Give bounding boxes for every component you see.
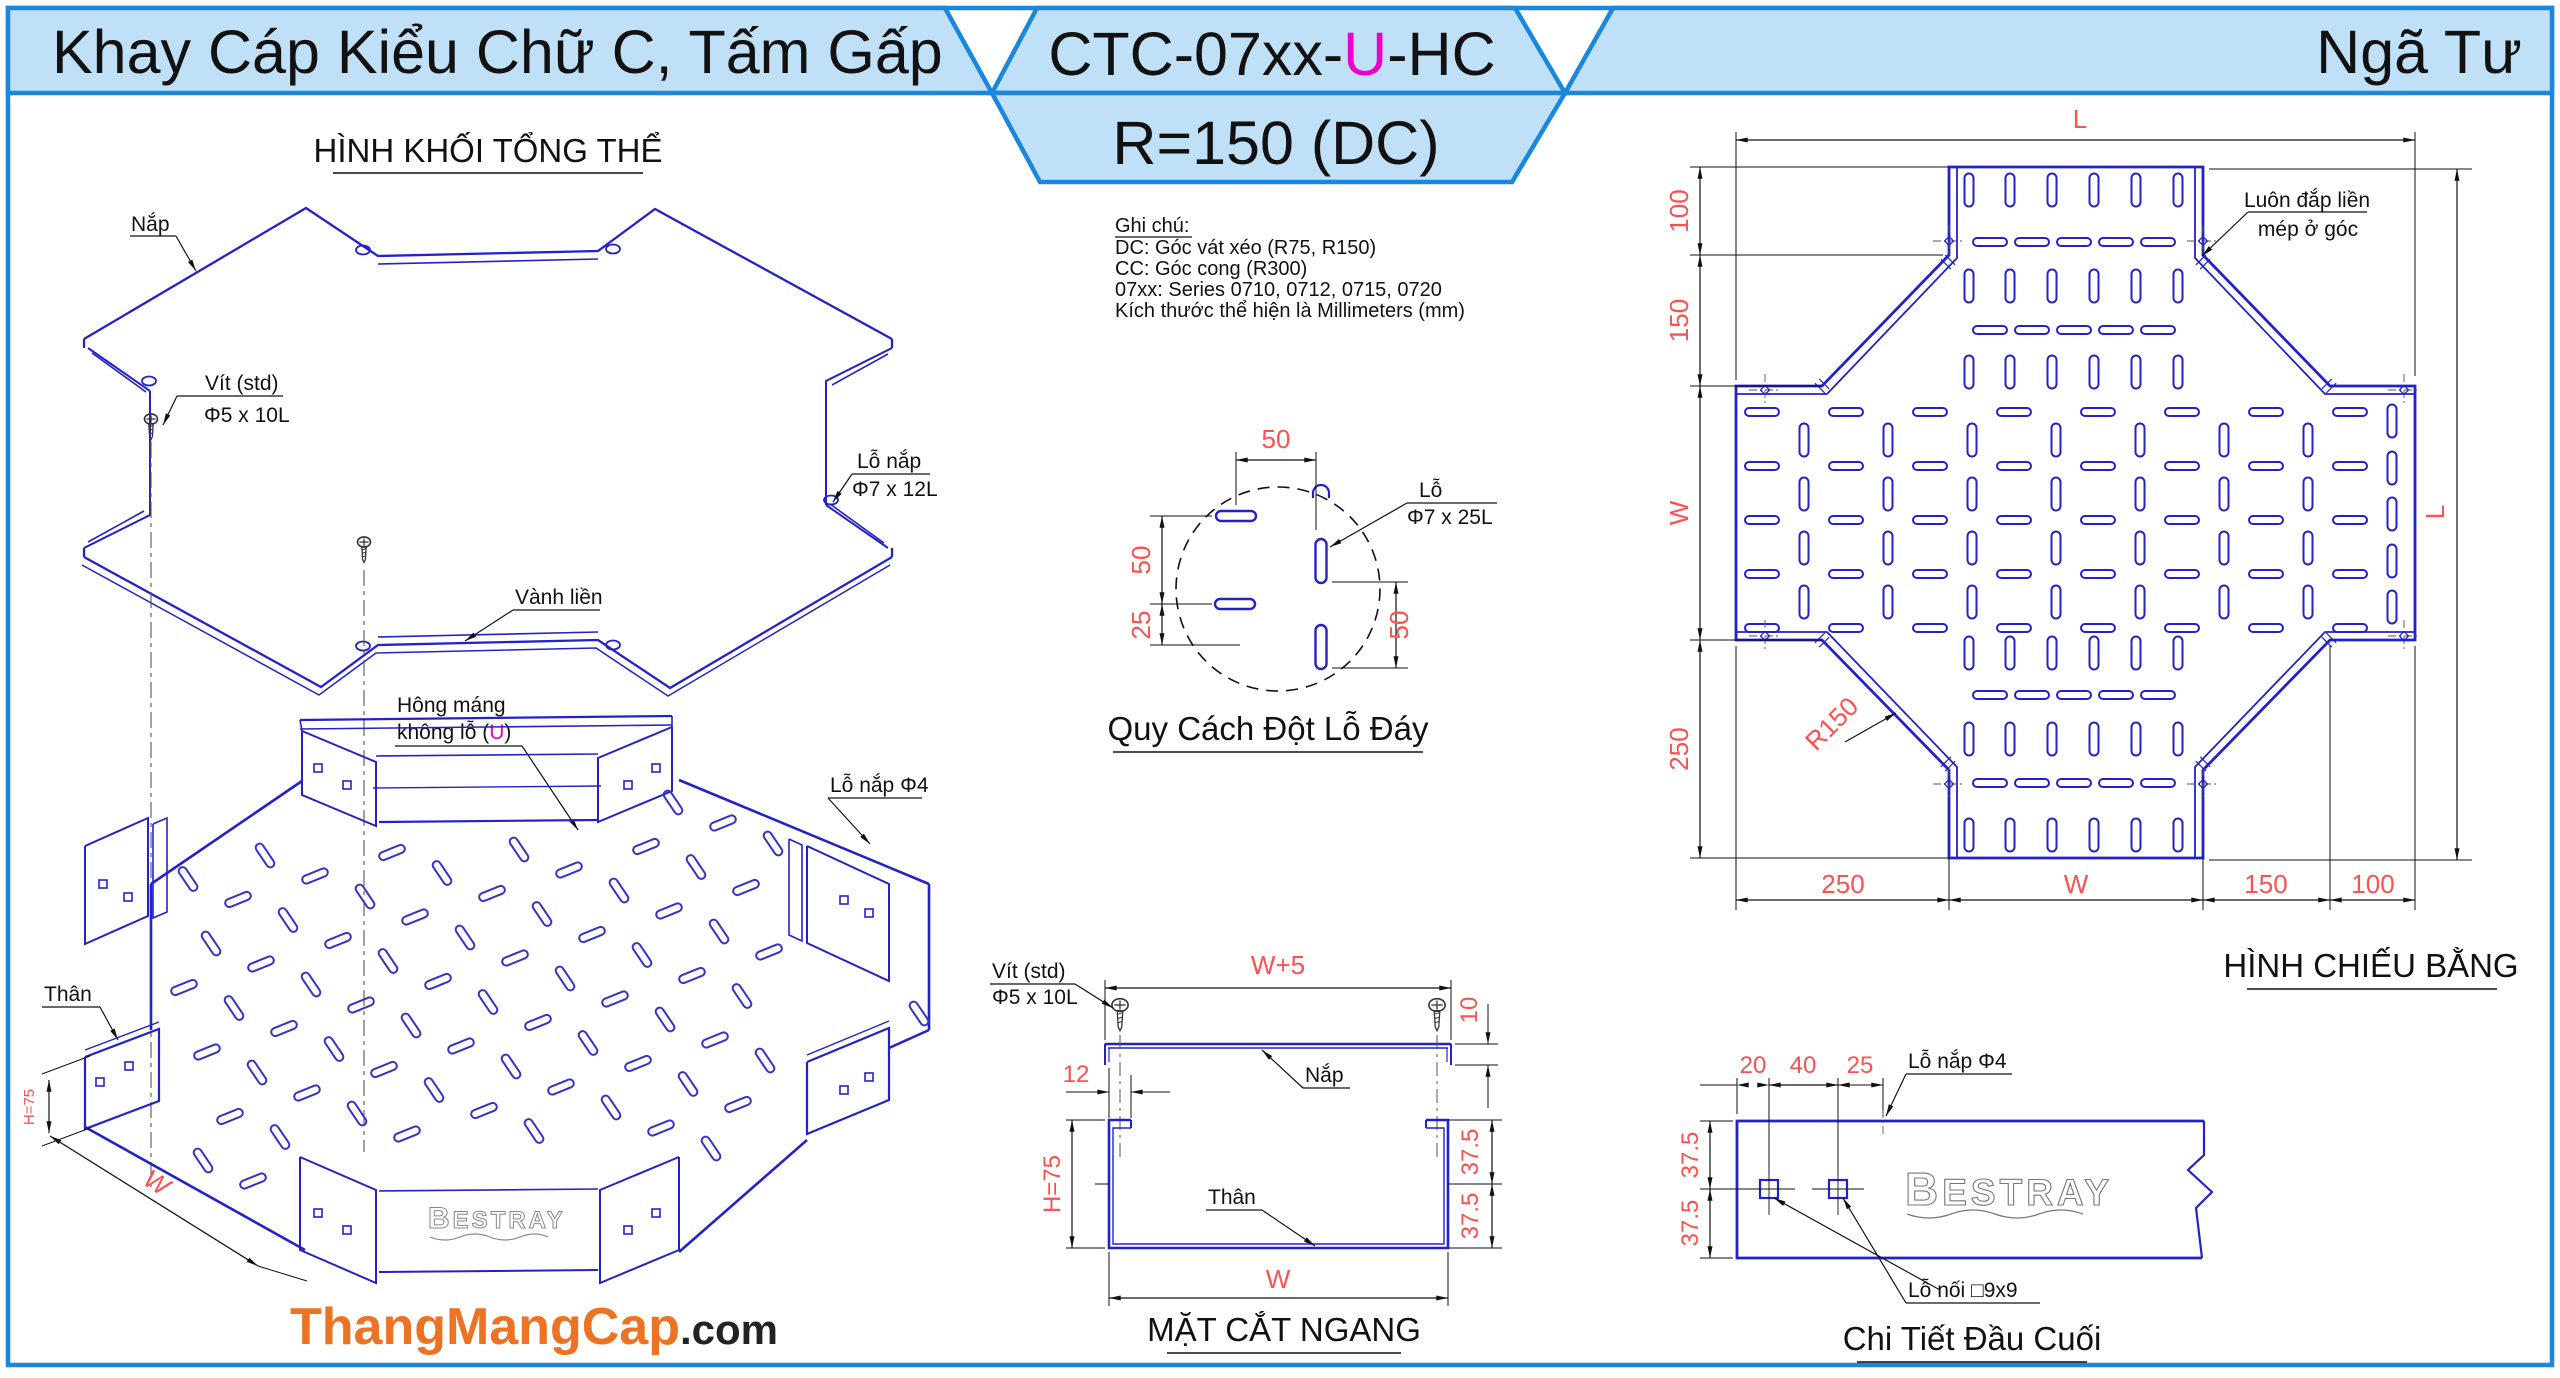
svg-text:L: L — [2420, 505, 2450, 519]
svg-text:HÌNH KHỐI TỔNG THỂ: HÌNH KHỐI TỔNG THỂ — [314, 131, 663, 169]
svg-text:H=75: H=75 — [21, 1089, 38, 1125]
svg-text:Hông máng: Hông máng — [397, 694, 506, 717]
svg-text:W: W — [1266, 1264, 1291, 1294]
svg-text:CTC-07xx-U-HC: CTC-07xx-U-HC — [1048, 20, 1495, 88]
svg-text:Chi Tiết Đầu Cuối: Chi Tiết Đầu Cuối — [1843, 1320, 2102, 1357]
svg-text:L: L — [2073, 104, 2087, 134]
svg-text:Φ5 x 10L: Φ5 x 10L — [204, 404, 290, 427]
svg-text:20: 20 — [1740, 1052, 1767, 1079]
svg-text:50: 50 — [1126, 546, 1156, 575]
svg-text:10: 10 — [1456, 997, 1483, 1024]
svg-text:Nắp: Nắp — [1305, 1064, 1344, 1087]
svg-text:50: 50 — [1262, 424, 1291, 454]
svg-text:W: W — [1664, 500, 1694, 525]
svg-text:ThangMangCap.com: ThangMangCap.com — [290, 1298, 778, 1356]
svg-text:Luôn đắp liền: Luôn đắp liền — [2244, 189, 2370, 212]
svg-text:40: 40 — [1790, 1052, 1817, 1079]
svg-text:Ngã Tư: Ngã Tư — [2316, 18, 2522, 86]
svg-text:R=150 (DC): R=150 (DC) — [1112, 109, 1439, 177]
svg-text:37.5: 37.5 — [1457, 1193, 1484, 1240]
svg-text:MẶT CẮT NGANG: MẶT CẮT NGANG — [1147, 1311, 1421, 1348]
svg-text:không lỗ (U): không lỗ (U) — [397, 721, 511, 744]
svg-text:50: 50 — [1384, 611, 1414, 640]
svg-text:Φ7 x 12L: Φ7 x 12L — [852, 478, 938, 501]
svg-text:Thân: Thân — [1208, 1186, 1256, 1209]
svg-text:Φ7 x 25L: Φ7 x 25L — [1407, 506, 1493, 529]
svg-text:Vành liền: Vành liền — [515, 586, 603, 609]
svg-text:Lỗ nắp Φ4: Lỗ nắp Φ4 — [830, 774, 929, 797]
svg-text:37.5: 37.5 — [1677, 1132, 1704, 1179]
svg-text:Lỗ nối □9x9: Lỗ nối □9x9 — [1908, 1279, 2018, 1302]
svg-text:100: 100 — [1664, 189, 1694, 232]
svg-text:Lỗ nắp Φ4: Lỗ nắp Φ4 — [1908, 1050, 2007, 1073]
svg-text:Kích thước thể hiện là Millime: Kích thước thể hiện là Millimeters (mm) — [1115, 300, 1465, 322]
svg-text:37.5: 37.5 — [1677, 1200, 1704, 1247]
svg-text:100: 100 — [2351, 869, 2394, 899]
svg-text:07xx: Series 0710, 0712, 0715,: 07xx: Series 0710, 0712, 0715, 0720 — [1115, 279, 1442, 301]
svg-text:Khay Cáp Kiểu Chữ C, Tấm Gấp: Khay Cáp Kiểu Chữ C, Tấm Gấp — [52, 18, 943, 86]
svg-text:W: W — [2064, 869, 2089, 899]
svg-text:H=75: H=75 — [1039, 1155, 1066, 1213]
svg-text:12: 12 — [1063, 1061, 1090, 1088]
svg-text:CC: Góc cong (R300): CC: Góc cong (R300) — [1115, 258, 1307, 280]
svg-text:Quy Cách Đột Lỗ Đáy: Quy Cách Đột Lỗ Đáy — [1108, 710, 1429, 747]
svg-text:DC: Góc vát xéo (R75, R150): DC: Góc vát xéo (R75, R150) — [1115, 237, 1376, 259]
svg-text:150: 150 — [1664, 299, 1694, 342]
svg-text:Φ5 x 10L: Φ5 x 10L — [992, 986, 1078, 1009]
svg-text:37.5: 37.5 — [1457, 1129, 1484, 1176]
svg-text:Thân: Thân — [44, 983, 92, 1006]
svg-text:Nắp: Nắp — [131, 213, 170, 236]
svg-text:Vít (std): Vít (std) — [992, 960, 1066, 983]
svg-text:Lỗ nắp: Lỗ nắp — [857, 450, 921, 473]
svg-text:Vít (std): Vít (std) — [205, 372, 279, 395]
svg-text:150: 150 — [2244, 869, 2287, 899]
svg-text:HÌNH CHIẾU BẰNG: HÌNH CHIẾU BẰNG — [2223, 947, 2518, 984]
svg-text:Lỗ: Lỗ — [1419, 479, 1442, 502]
svg-text:W+5: W+5 — [1251, 950, 1305, 980]
svg-text:250: 250 — [1821, 869, 1864, 899]
svg-text:25: 25 — [1126, 611, 1156, 640]
svg-text:BESTRAY: BESTRAY — [1905, 1163, 2113, 1215]
svg-text:BESTRAY: BESTRAY — [428, 1202, 566, 1235]
svg-text:mép ở góc: mép ở góc — [2258, 218, 2358, 241]
svg-text:Ghi chú:: Ghi chú: — [1115, 215, 1189, 237]
svg-text:250: 250 — [1664, 727, 1694, 770]
svg-text:25: 25 — [1847, 1052, 1874, 1079]
